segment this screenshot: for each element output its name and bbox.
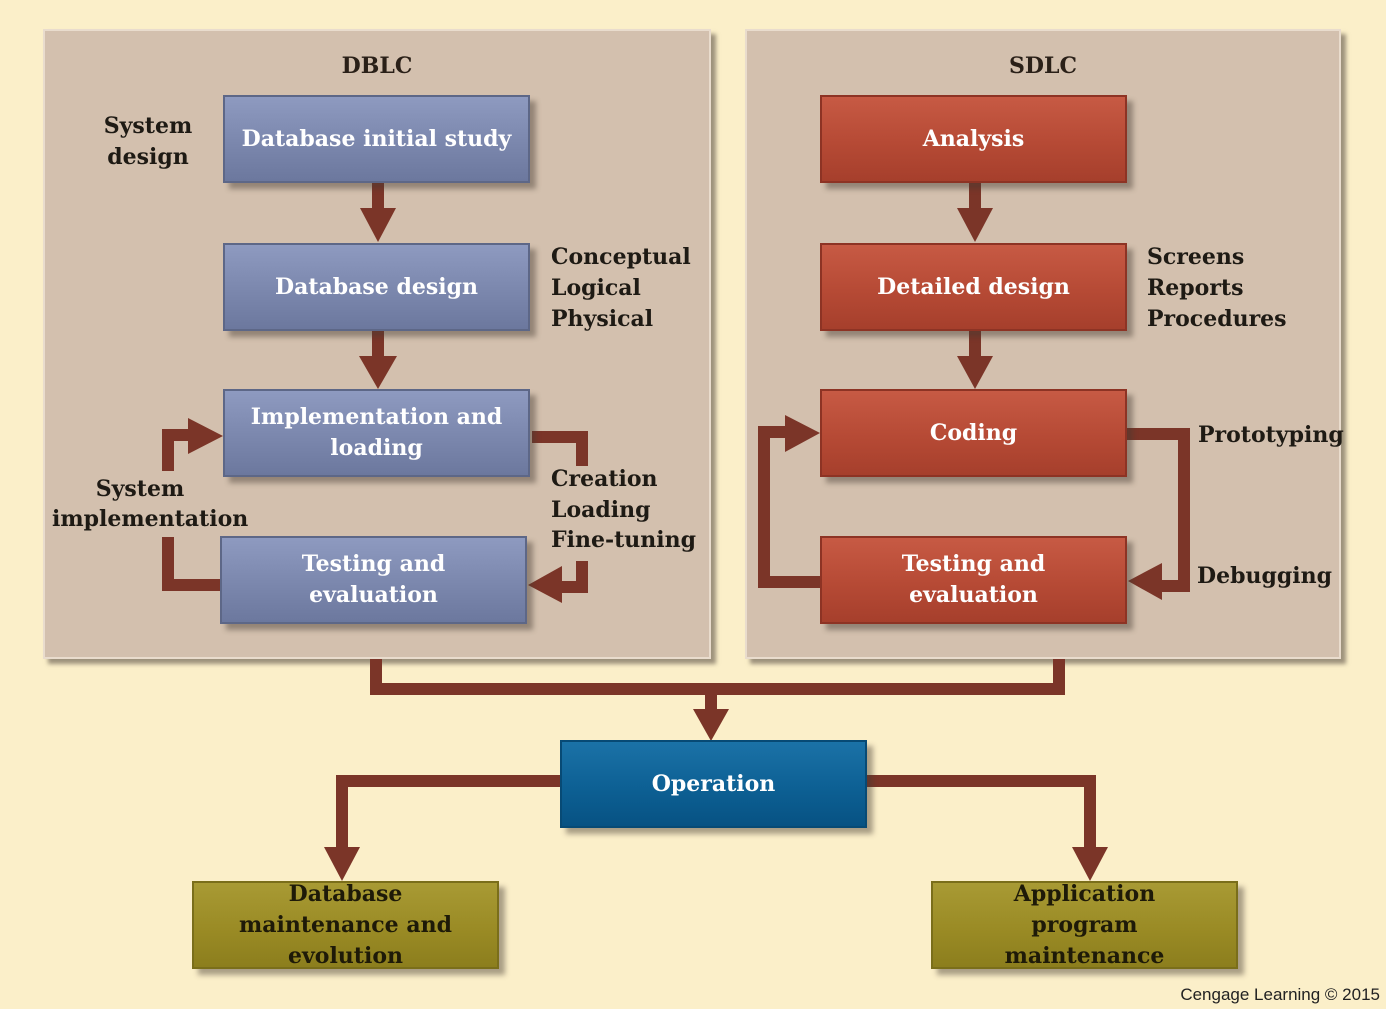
arrow-sdlc-loop-right-head	[1128, 563, 1162, 600]
label-logical: Logical	[551, 275, 641, 301]
arrow-merge-to-operation	[705, 683, 717, 711]
label-physical: Physical	[551, 306, 654, 332]
arrow-dblc-design-to-impl	[372, 330, 384, 358]
box-database-initial-study: Database initial study	[223, 95, 530, 183]
arrow-sdlc-loop-right-vert	[1178, 428, 1190, 592]
arrow-sdlc-analysis-to-design-head	[957, 208, 993, 242]
arrow-dblc-loop-left-vert-bottom	[162, 537, 174, 591]
arrow-dblc-study-to-design	[372, 182, 384, 210]
arrow-sdlc-loop-left-horiz-top	[758, 426, 786, 438]
arrow-dblc-loop-left-horiz-bottom	[162, 579, 222, 591]
box-detailed-design: Detailed design	[820, 243, 1127, 331]
label-system-implementation-line-2: implementation	[52, 506, 249, 532]
label-fine-tuning: Fine-tuning	[551, 527, 696, 553]
arrow-dblc-loop-left-head	[188, 418, 223, 454]
box-database-maintenance: Database maintenance and evolution	[192, 881, 499, 969]
arrow-merge-to-operation-head	[693, 709, 729, 741]
box-application-program-maintenance-label: Application program maintenance	[1004, 880, 1165, 969]
arrow-sdlc-design-to-coding-head	[957, 356, 993, 389]
arrow-dblc-design-to-impl-head	[359, 356, 397, 389]
box-sdlc-testing-and-evaluation: Testing and evaluation	[820, 536, 1127, 624]
box-analysis-label: Analysis	[922, 125, 1025, 152]
label-loading: Loading	[551, 496, 651, 523]
arrow-dblc-loop-left-horiz-top	[162, 429, 190, 441]
arrow-op-to-db-vert	[336, 775, 348, 849]
label-design-outputs: Screens Reports Procedures	[1147, 242, 1287, 335]
box-database-maintenance-label: Database maintenance and evolution	[239, 880, 452, 969]
arrow-merge-horizontal	[370, 683, 1065, 695]
label-conceptual: Conceptual	[551, 244, 691, 270]
dblc-title: DBLC	[341, 53, 413, 79]
credit-line: Cengage Learning © 2015	[1180, 985, 1380, 1004]
box-database-design: Database design	[223, 243, 530, 331]
arrow-op-to-db-head	[324, 847, 360, 881]
box-coding-label: Coding	[929, 419, 1018, 446]
arrow-dblc-loop-right-horiz-bottom	[560, 581, 588, 593]
box-coding: Coding	[820, 389, 1127, 477]
box-detailed-design-label: Detailed design	[877, 273, 1070, 300]
arrow-dblc-loop-right-horiz-top	[532, 431, 588, 443]
label-implementation-steps: Creation Loading Fine-tuning	[551, 464, 696, 556]
arrow-sdlc-loop-right-horiz-bottom	[1160, 580, 1190, 592]
label-design-steps: Conceptual Logical Physical	[551, 242, 691, 335]
label-creation: Creation	[551, 466, 658, 492]
arrow-sdlc-loop-left-horiz-bottom	[758, 576, 822, 588]
arrow-dblc-loop-right-head	[528, 566, 562, 603]
box-database-design-label: Database design	[275, 273, 478, 300]
arrow-dblc-study-to-design-head	[360, 208, 396, 242]
arrow-op-to-db-horiz	[336, 775, 562, 787]
box-sdlc-testing-and-evaluation-label: Testing and evaluation	[901, 551, 1046, 608]
arrow-op-to-app-vert	[1084, 775, 1096, 849]
arrow-sdlc-loop-left-vert	[758, 426, 770, 588]
label-system-design-line-1: System	[103, 113, 193, 139]
label-screens: Screens	[1147, 244, 1245, 270]
label-prototyping: Prototyping	[1198, 422, 1344, 448]
arrow-op-to-app-horiz	[866, 775, 1096, 787]
arrow-op-to-app-head	[1072, 847, 1108, 881]
arrow-sdlc-design-to-coding	[969, 330, 981, 358]
box-dblc-testing-and-evaluation-label: Testing and evaluation	[301, 551, 446, 608]
arrow-sdlc-loop-right-horiz-top	[1127, 428, 1190, 440]
label-system-design: System design	[103, 111, 193, 173]
sdlc-title: SDLC	[1009, 53, 1077, 79]
box-implementation-and-loading-label: Implementation and loading	[250, 404, 503, 461]
arrow-sdlc-loop-left-head	[785, 415, 820, 452]
box-dblc-testing-and-evaluation: Testing and evaluation	[220, 536, 527, 624]
box-application-program-maintenance: Application program maintenance	[931, 881, 1238, 969]
label-procedures: Procedures	[1147, 306, 1287, 332]
box-operation-label: Operation	[651, 770, 776, 797]
box-implementation-and-loading: Implementation and loading	[223, 389, 530, 477]
box-database-initial-study-label: Database initial study	[241, 125, 512, 152]
arrow-sdlc-analysis-to-design	[969, 182, 981, 210]
label-system-implementation-line-1: System	[95, 476, 185, 502]
box-operation: Operation	[560, 740, 867, 828]
label-system-implementation: System implementation	[52, 474, 249, 534]
arrow-dblc-loop-right-vert-top	[576, 431, 588, 466]
label-system-design-line-2: design	[107, 144, 189, 170]
label-reports: Reports	[1147, 275, 1244, 301]
label-debugging: Debugging	[1197, 563, 1332, 589]
box-analysis: Analysis	[820, 95, 1127, 183]
